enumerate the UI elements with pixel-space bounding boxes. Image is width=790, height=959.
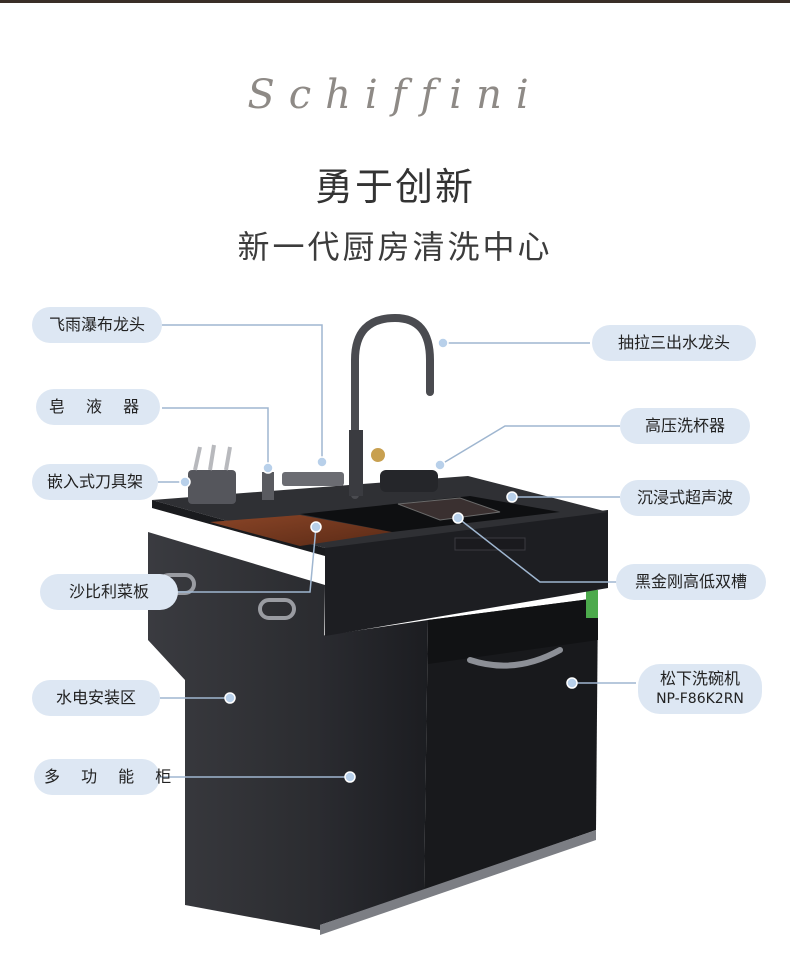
dot-soap — [262, 462, 274, 474]
dot-board — [310, 521, 322, 533]
energy-label — [586, 590, 598, 618]
dot-ultra — [506, 491, 518, 503]
sink-control-panel — [454, 537, 526, 551]
soap-dispenser — [262, 472, 274, 500]
label-utility-area: 水电安装区 — [32, 680, 160, 716]
leader-faucet-rain — [162, 324, 323, 462]
label-cutting-board: 沙比利菜板 — [40, 574, 178, 610]
faucet-lever — [371, 448, 385, 462]
cabinet-left-door — [320, 620, 428, 925]
side-handle-bottom — [258, 598, 296, 620]
top-border-bar — [0, 0, 790, 3]
dishwasher-handle — [467, 647, 563, 669]
label-multi-cabinet: 多 功 能 柜 — [34, 759, 171, 795]
dot-cup — [434, 459, 446, 471]
cup-washer — [380, 470, 438, 492]
knife-blades — [193, 444, 232, 471]
label-pullout-faucet: 抽拉三出水龙头 — [592, 325, 756, 361]
leader-cup — [439, 425, 620, 466]
sink-basket — [397, 497, 501, 521]
label-dishwasher: 松下洗碗机 NP-F86K2RN — [638, 664, 762, 714]
sink-front-apron — [325, 510, 608, 636]
label-rain-faucet: 飞雨瀑布龙头 — [32, 307, 162, 343]
label-soap-dispenser: 皂 液 器 — [36, 389, 160, 425]
cabinet-base — [320, 830, 596, 935]
dot-pullout — [437, 337, 449, 349]
label-ultrasonic: 沉浸式超声波 — [620, 480, 750, 516]
leader-soap — [162, 407, 269, 467]
leader-sink — [457, 517, 620, 583]
dot-utility — [224, 692, 236, 704]
subline: 新一代厨房清洗中心 — [237, 228, 553, 266]
label-knife-rack: 嵌入式刀具架 — [32, 464, 158, 500]
knife-rack — [188, 470, 236, 504]
leader-lines — [158, 324, 636, 778]
cutting-board — [210, 515, 392, 546]
leader-dots — [179, 337, 578, 783]
brand-logo: Schiffini — [247, 72, 543, 118]
dot-knife — [179, 476, 191, 488]
dishwasher-control-panel — [428, 598, 598, 664]
rain-faucet-strip — [282, 472, 344, 486]
dot-sink — [452, 512, 464, 524]
label-dishwasher-name: 松下洗碗机 — [659, 669, 740, 688]
leader-board — [178, 526, 317, 593]
faucet — [351, 313, 434, 499]
label-double-sink: 黑金刚高低双槽 — [616, 564, 766, 600]
dot-dishwasher — [566, 677, 578, 689]
dot-faucet-rain — [316, 456, 328, 468]
label-dishwasher-model: NP-F86K2RN — [656, 691, 744, 707]
cabinet-side-panel — [148, 532, 325, 930]
dot-cabinet — [344, 771, 356, 783]
faucet-base — [349, 430, 363, 496]
label-cup-washer: 高压洗杯器 — [620, 408, 750, 444]
headline: 勇于创新 — [314, 165, 475, 209]
dishwasher-body — [424, 598, 598, 890]
